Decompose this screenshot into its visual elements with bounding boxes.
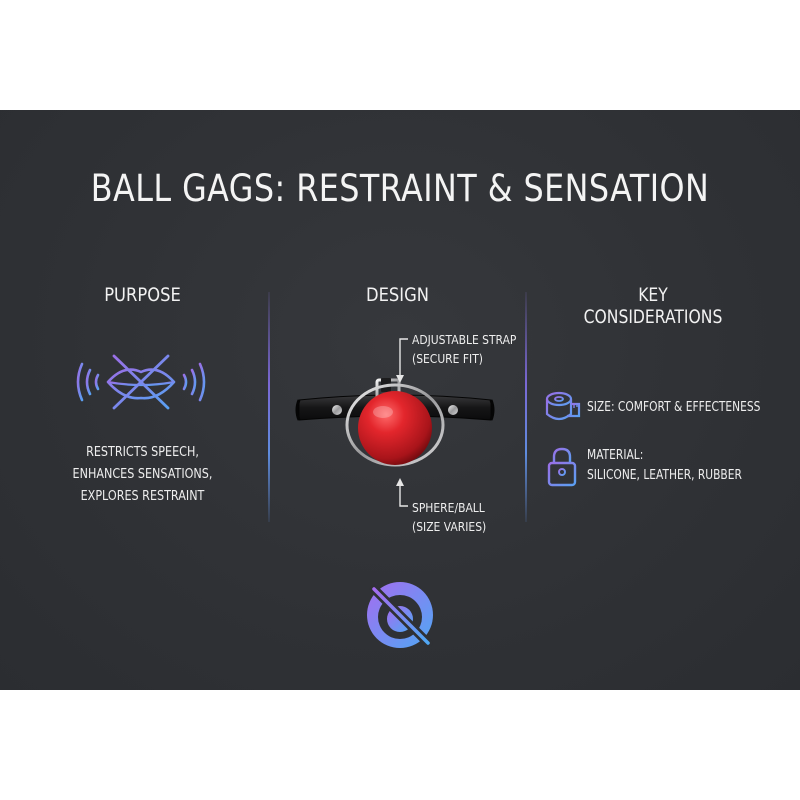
ball-gag-illustration	[295, 378, 495, 467]
design-heading: DESIGN	[366, 284, 429, 306]
strap-sublabel: (SECURE FIT)	[412, 351, 483, 366]
ball-annotation: SPHERE/BALL (SIZE VARIES)	[412, 498, 486, 536]
ball-sublabel: (SIZE VARIES)	[412, 519, 487, 534]
purpose-description: RESTRICTS SPEECH, ENHANCES SENSATIONS, E…	[54, 442, 230, 508]
column-divider-left	[268, 292, 270, 522]
muted-speech-icon	[76, 354, 206, 410]
ball-pointer-line	[396, 478, 408, 507]
purpose-line: RESTRICTS SPEECH,	[86, 445, 199, 460]
purpose-heading: PURPOSE	[104, 284, 181, 306]
size-text: SIZE: COMFORT & EFFECTENESS	[587, 400, 761, 415]
no-vision-logo-icon	[367, 582, 433, 648]
purpose-line: ENHANCES SENSATIONS,	[72, 467, 213, 482]
ball-label: SPHERE/BALL	[412, 500, 485, 515]
padlock-icon	[547, 447, 577, 487]
tape-measure-icon	[545, 391, 581, 421]
size-consideration: SIZE: COMFORT & EFFECTENESS	[587, 398, 760, 418]
material-consideration: MATERIAL: SILICONE, LEATHER, RUBBER	[587, 446, 742, 486]
purpose-line: EXPLORES RESTRAINT	[80, 489, 205, 504]
material-values: SILICONE, LEATHER, RUBBER	[587, 468, 742, 483]
page-title: BALL GAGS: RESTRAINT & SENSATION	[90, 167, 710, 210]
material-label: MATERIAL:	[587, 448, 644, 463]
strap-pointer-line	[396, 338, 408, 383]
strap-label: ADJUSTABLE STRAP	[412, 332, 517, 347]
strap-annotation: ADJUSTABLE STRAP (SECURE FIT)	[412, 330, 516, 368]
key-considerations-heading: KEY CONSIDERATIONS	[583, 284, 723, 328]
column-divider-right	[525, 292, 527, 522]
